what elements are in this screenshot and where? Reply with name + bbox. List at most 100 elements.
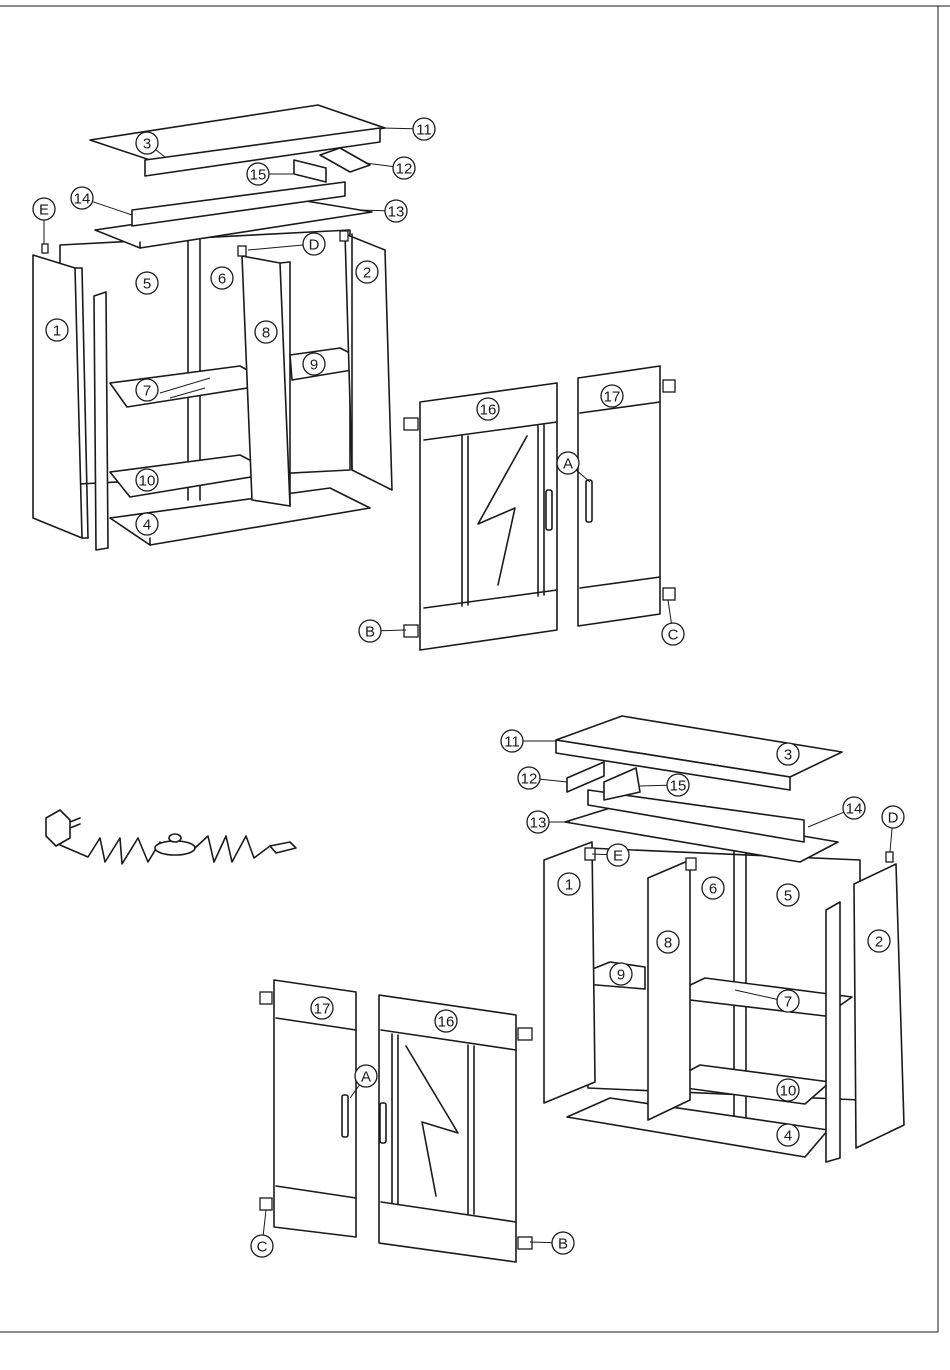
callout-label: 3 <box>784 747 792 764</box>
side-panel-right-b <box>854 864 904 1148</box>
callout-label: B <box>558 1236 568 1253</box>
callout-p11: 11 <box>382 118 435 140</box>
callout-label: 10 <box>139 473 156 490</box>
callout-b: B <box>359 620 406 642</box>
callout-p9: 9 <box>303 353 325 375</box>
callout-p15: 15 <box>640 774 689 796</box>
callout-label: 5 <box>784 888 792 905</box>
rail-back <box>294 160 326 182</box>
callout-label: 16 <box>438 1014 455 1031</box>
callout-label: 11 <box>504 734 520 751</box>
callout-leader <box>640 785 667 786</box>
callout-label: E <box>613 848 623 865</box>
callout-leader <box>263 1210 266 1235</box>
callout-label: 12 <box>521 771 538 788</box>
callout-leader <box>358 210 385 211</box>
callout-p2: 2 <box>868 930 890 952</box>
callout-p8: 8 <box>255 321 277 343</box>
callout-p8: 8 <box>657 931 679 953</box>
callout-leader <box>592 854 607 855</box>
callout-p10: 10 <box>777 1079 799 1101</box>
callout-label: C <box>668 627 679 644</box>
callout-p15: 15 <box>247 163 295 185</box>
callout-p12: 12 <box>518 767 567 789</box>
callout-label: A <box>361 1069 371 1086</box>
callout-p5: 5 <box>777 884 799 906</box>
callout-label: 13 <box>530 815 547 832</box>
callout-label: D <box>309 237 320 254</box>
callout-leader <box>668 600 671 623</box>
callout-label: 1 <box>53 323 61 340</box>
callout-e: E <box>33 198 55 244</box>
callout-p3: 3 <box>777 743 799 765</box>
divider-panel-b <box>648 860 690 1120</box>
callout-label: 10 <box>780 1083 797 1100</box>
callout-p14: 14 <box>808 797 865 827</box>
callout-label: A <box>563 456 573 473</box>
callout-p17: 17 <box>311 997 333 1019</box>
callout-p11: 11 <box>501 730 556 752</box>
callout-label: 15 <box>250 167 267 184</box>
callout-p4: 4 <box>777 1124 799 1146</box>
front-post-b <box>826 902 840 1162</box>
callout-p6: 6 <box>702 877 724 899</box>
callout-label: B <box>365 624 375 641</box>
callout-label: 8 <box>262 325 270 342</box>
callout-label: 8 <box>664 935 672 952</box>
callout-label: 14 <box>846 801 863 818</box>
callout-label: 7 <box>143 383 151 400</box>
callout-label: 17 <box>604 389 621 406</box>
power-adapter-cable <box>46 810 296 864</box>
callout-label: D <box>888 810 899 827</box>
callout-label: 1 <box>565 877 573 894</box>
callout-leader <box>92 202 132 215</box>
callout-p16: 16 <box>477 398 499 420</box>
door-solid-bottom <box>260 980 356 1237</box>
callout-label: 2 <box>363 265 371 282</box>
callout-leader <box>381 630 406 631</box>
callout-label: 14 <box>74 191 91 208</box>
callout-p10: 10 <box>136 469 158 491</box>
callout-p7: 7 <box>136 379 158 401</box>
callout-label: 6 <box>709 881 717 898</box>
callout-label: 9 <box>310 357 318 374</box>
callout-p13: 13 <box>527 811 570 833</box>
callout-leader <box>530 1242 552 1243</box>
rail-back-b <box>604 768 640 800</box>
callout-label: 2 <box>875 934 883 951</box>
callout-leader <box>382 128 413 129</box>
callout-p4: 4 <box>136 513 158 535</box>
callout-p1: 1 <box>558 873 580 895</box>
callout-label: 15 <box>670 778 687 795</box>
callout-label: 3 <box>143 136 151 153</box>
rail-side <box>320 148 370 172</box>
callout-p7: 7 <box>777 990 799 1012</box>
callout-label: 16 <box>480 402 497 419</box>
callout-label: 7 <box>784 994 792 1011</box>
callout-label: 17 <box>314 1001 331 1018</box>
callout-label: 6 <box>218 271 226 288</box>
callout-label: 5 <box>143 276 151 293</box>
door-glass-top <box>404 383 557 650</box>
callout-c: C <box>251 1210 273 1257</box>
callout-p14: 14 <box>71 187 132 215</box>
callout-leader <box>808 812 844 827</box>
callout-p5: 5 <box>136 272 158 294</box>
callout-p16: 16 <box>435 1010 457 1032</box>
callout-b: B <box>530 1232 574 1254</box>
callout-label: C <box>257 1239 268 1256</box>
cabinet-bottom-assembly <box>544 716 904 1162</box>
callout-p6: 6 <box>211 267 233 289</box>
callout-label: 4 <box>143 517 151 534</box>
rail-side-b <box>567 762 604 792</box>
callout-leader <box>890 828 892 852</box>
callout-p12: 12 <box>365 157 415 179</box>
callout-label: 12 <box>396 161 413 178</box>
callout-p17: 17 <box>601 385 623 407</box>
callout-p9: 9 <box>610 963 632 985</box>
door-glass-bottom <box>379 995 532 1262</box>
side-panel-left <box>33 255 82 538</box>
callout-c: C <box>662 600 684 645</box>
callout-p1: 1 <box>46 319 68 341</box>
